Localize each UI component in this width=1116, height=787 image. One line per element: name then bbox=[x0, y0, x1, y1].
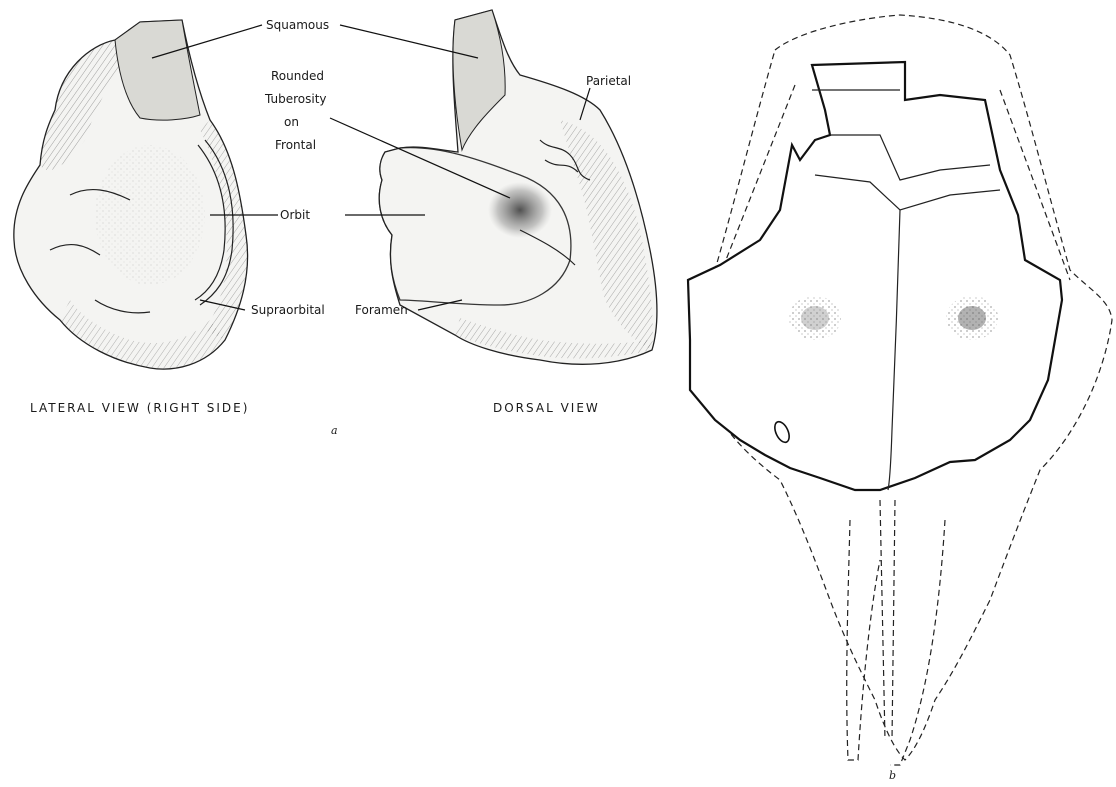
lateral-view-drawing bbox=[14, 20, 248, 369]
label-frontal: Frontal bbox=[275, 138, 316, 152]
caption-dorsal-view: DORSAL VIEW bbox=[493, 401, 600, 415]
label-on: on bbox=[284, 115, 299, 129]
dorsal-view-drawing bbox=[379, 10, 657, 364]
label-rounded: Rounded bbox=[271, 69, 324, 83]
label-tuberosity: Tuberosity bbox=[264, 92, 327, 106]
label-supraorbital: Supraorbital bbox=[251, 303, 325, 317]
caption-lateral-view: LATERAL VIEW (RIGHT SIDE) bbox=[30, 401, 249, 415]
panel-label-b: b bbox=[889, 769, 896, 782]
panel-label-a: a bbox=[331, 424, 338, 437]
label-orbit: Orbit bbox=[280, 208, 310, 222]
reconstruction-drawing bbox=[688, 15, 1112, 765]
label-parietal: Parietal bbox=[586, 74, 631, 88]
label-squamous: Squamous bbox=[266, 18, 329, 32]
label-foramen: Foramen bbox=[355, 303, 408, 317]
